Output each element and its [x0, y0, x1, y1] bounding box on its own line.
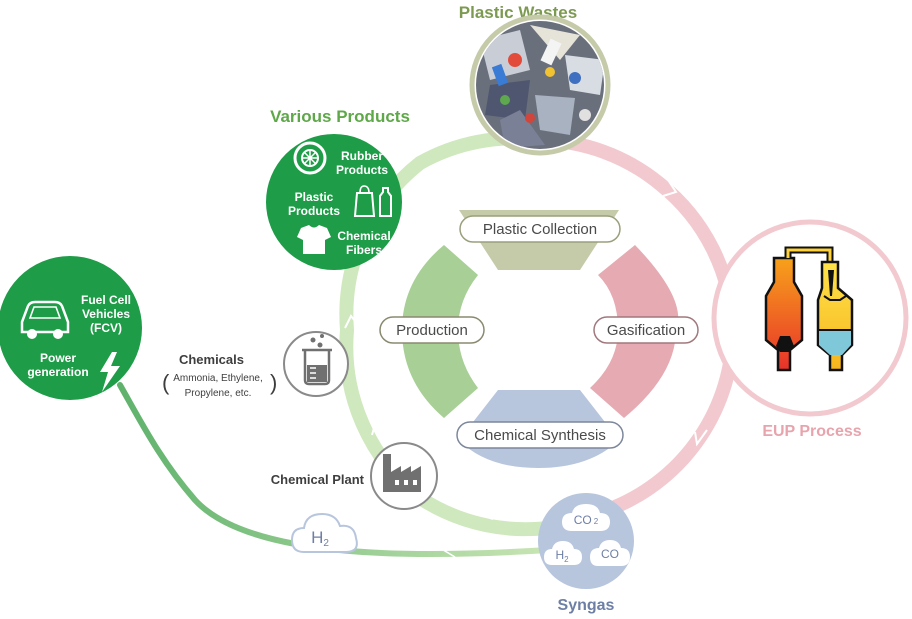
- chemicals-title: Chemicals: [179, 352, 244, 367]
- syngas-co-cloud: [590, 540, 630, 566]
- fcv-line3: (FCV): [90, 321, 122, 335]
- label-gasification: Gasification: [607, 322, 685, 339]
- plastic-products-line1: Plastic: [295, 190, 334, 204]
- plastic-products-line2: Products: [288, 204, 340, 218]
- label-pill-chemical-synthesis: [456, 421, 624, 449]
- chemical-plant-label: Chemical Plant: [271, 472, 365, 487]
- syngas-co2-main: CO: [574, 513, 592, 527]
- ring-arrow-left-lower: [371, 419, 387, 436]
- factory-icon: [383, 454, 421, 492]
- h2-cloud-label-h: H: [311, 528, 323, 547]
- ring-arrow-bottom: [478, 504, 496, 520]
- gasifier-icon: [764, 246, 854, 372]
- label-chemical-synthesis: Chemical Synthesis: [474, 427, 606, 444]
- fcv-line1: Fuel Cell: [81, 293, 131, 307]
- power-generation-line2: generation: [27, 365, 88, 379]
- syngas-label: Syngas: [558, 597, 615, 614]
- ring-arrow-left-upper: [344, 314, 360, 329]
- syngas-h2-main: H: [555, 548, 564, 562]
- pipeline-arrow-1: [443, 544, 456, 558]
- beaker-icon: [302, 334, 332, 386]
- inner-cycle: Plastic Collection Gasification Chemical…: [379, 210, 699, 468]
- ring-arrow-right-top: [662, 179, 678, 197]
- h2-cloud-icon: [290, 512, 358, 553]
- syngas-co-label: CO: [601, 547, 619, 561]
- syngas-co2-sub: 2: [594, 517, 599, 526]
- tshirt-icon: [297, 225, 331, 254]
- h2-cloud-label-sub: 2: [323, 538, 329, 549]
- syngas-co2-cloud: [562, 504, 610, 531]
- chemicals-paren-right: ): [270, 370, 277, 395]
- label-pill-gasification: [593, 316, 699, 344]
- plastic-bottle-icon: [379, 187, 392, 217]
- label-production: Production: [396, 322, 468, 339]
- syngas-h2-label: H2: [555, 548, 569, 564]
- label-plastic-collection: Plastic Collection: [483, 221, 597, 238]
- pipeline-arrow-2: [202, 467, 216, 479]
- eup-process-ring: [711, 219, 909, 417]
- syngas-h2-cloud: [544, 541, 582, 565]
- chemicals-icon-circle: [283, 331, 349, 397]
- power-generation-line1: Power: [40, 351, 76, 365]
- rubber-products-line1: Rubber: [341, 149, 383, 163]
- eup-process-label: EUP Process: [762, 423, 861, 440]
- ring-arrow-right-bottom: [694, 429, 708, 447]
- ring-arrow-top-left: [431, 170, 447, 185]
- plastic-wastes-photo: [476, 21, 604, 149]
- label-pill-production: [379, 316, 485, 344]
- various-products-title: Various Products: [270, 107, 410, 126]
- plastic-bag-icon: [353, 185, 376, 217]
- chemical-fibers-line2: Fibers: [346, 243, 382, 257]
- chemicals-sub-line2: Propylene, etc.: [185, 388, 252, 399]
- chemicals-paren-left: (: [162, 370, 170, 395]
- lightning-icon: [100, 352, 120, 392]
- rubber-products-line2: Products: [336, 163, 388, 177]
- tire-icon: [293, 141, 327, 175]
- syngas-h2-sub: 2: [564, 555, 569, 564]
- chemicals-sub-line1: Ammonia, Ethylene,: [173, 373, 263, 384]
- chemical-fibers-line1: Chemical: [337, 229, 390, 243]
- h2-pipeline: [117, 382, 551, 558]
- car-icon: [20, 300, 70, 339]
- h2-cloud-label: H2: [311, 528, 329, 549]
- label-pill-plastic-collection: [459, 215, 621, 243]
- fcv-line2: Vehicles: [82, 307, 130, 321]
